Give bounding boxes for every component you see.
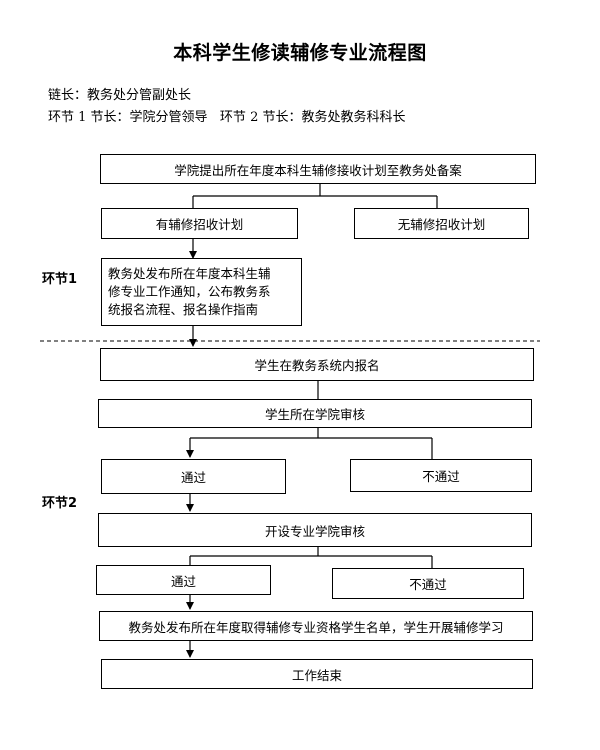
node-publish-notice: 教务处发布所在年度本科生辅 修专业工作通知，公布教务系 统报名流程、报名操作指南 [101, 258, 302, 326]
section-leaders-line: 环节 1 节长：学院分管领导 环节 2 节长：教务处教务科科长 [48, 110, 406, 125]
chain-leader-line: 链长：教务处分管副处长 [48, 88, 192, 103]
node-apply: 学生在教务系统内报名 [100, 348, 534, 381]
node-publish-list: 教务处发布所在年度取得辅修专业资格学生名单，学生开展辅修学习 [99, 611, 533, 641]
node-pass-2: 通过 [96, 565, 271, 595]
node-fail-2: 不通过 [332, 568, 524, 599]
node-fail-1: 不通过 [350, 459, 532, 492]
node-end: 工作结束 [101, 659, 533, 689]
page-title: 本科学生修读辅修专业流程图 [173, 42, 427, 64]
node-pass-1: 通过 [101, 459, 286, 494]
node-college-review: 学生所在学院审核 [98, 399, 532, 428]
node-no-plan: 无辅修招收计划 [354, 208, 529, 239]
node-has-plan: 有辅修招收计划 [101, 208, 298, 239]
stage-2-label: 环节2 [42, 496, 78, 511]
node-offering-review: 开设专业学院审核 [98, 513, 532, 547]
stage-1-label: 环节1 [42, 272, 78, 287]
node-record: 学院提出所在年度本科生辅修接收计划至教务处备案 [100, 154, 536, 184]
